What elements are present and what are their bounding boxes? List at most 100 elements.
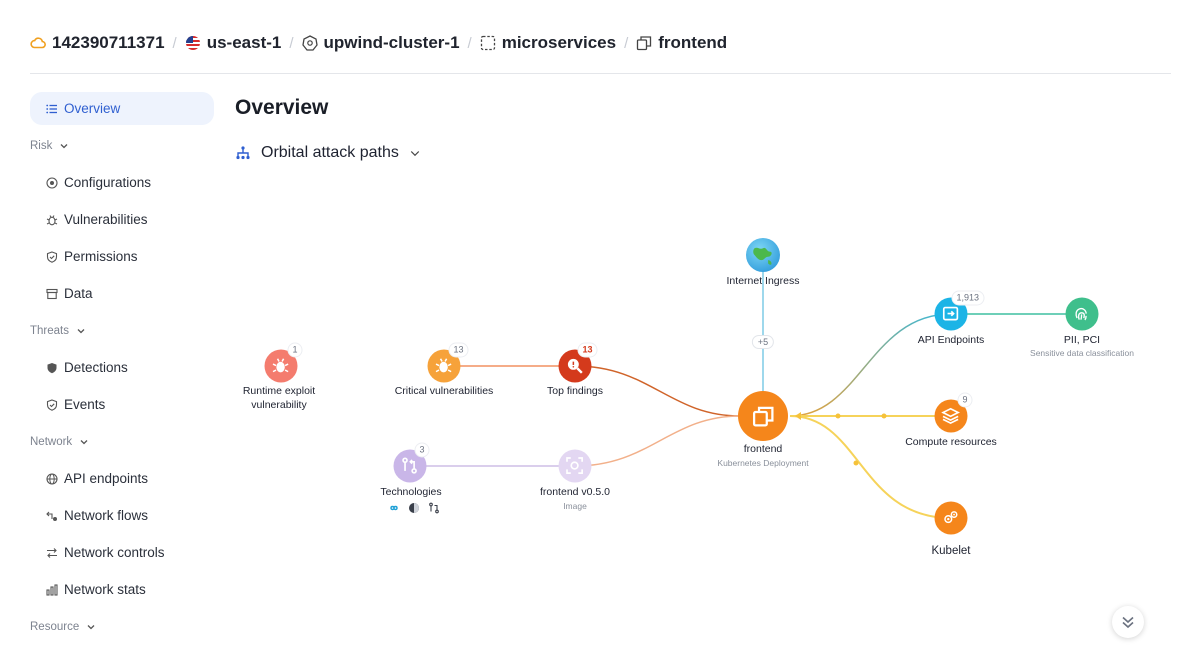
sidebar-section-threats[interactable]: Threats [30,314,214,347]
shield-check-icon [46,250,58,263]
sidebar-item-label: Network flows [64,508,149,523]
arrows-swap-icon [47,547,57,558]
half-circle-icon[interactable] [408,502,420,514]
bug-icon [436,358,452,373]
node-api-endpoints[interactable]: 1,913 [934,291,984,331]
breadcrumb-account[interactable]: 142390711371 [30,33,165,53]
sidebar-item-events[interactable]: Events [30,388,214,421]
sidebar-item-label: Detections [64,360,128,375]
section-label: Threats [30,324,69,337]
sidebar-item-permissions[interactable]: Permissions [30,240,214,273]
node-label-runtime-exploit: Runtime exploit vulnerability [243,384,315,412]
fingerprint-icon [1075,308,1088,321]
sidebar-section-risk[interactable]: Risk [30,129,214,162]
breadcrumb-separator: / [172,34,177,52]
sidebar: Overview Risk Configurations Vulnerabili… [30,92,214,647]
bug-icon [46,214,58,225]
scan-icon [566,457,584,475]
section-label: Network [30,435,73,448]
archive-icon [46,288,58,299]
sidebar-item-data[interactable]: Data [30,277,214,310]
git-compare-icon[interactable] [428,502,440,514]
node-sub-pii-pci: Sensitive data classification [1030,348,1134,358]
sidebar-section-resource[interactable]: Resource [30,610,214,643]
globe-icon [753,247,772,265]
sidebar-item-detections[interactable]: Detections [30,351,214,384]
breadcrumb-region[interactable]: us-east-1 [185,33,281,53]
list-icon [46,104,57,113]
chevron-down-icon [77,328,85,333]
node-label-internet-ingress: Internet Ingress [726,275,800,287]
us-flag-icon [185,35,201,51]
globe-icon [46,472,58,485]
node-compute-resources[interactable]: 9 [934,393,972,433]
node-label-top-findings: Top findings [546,385,604,397]
edge-frontend-api [789,313,952,417]
hierarchy-icon [236,146,250,160]
node-frontend[interactable] [738,391,788,441]
breadcrumb-separator: / [624,34,629,52]
chevrons-down-icon [1122,616,1134,629]
cloud-icon [30,35,46,51]
section-label: Risk [30,139,53,152]
api-icon [943,307,959,321]
sidebar-section-network[interactable]: Network [30,425,214,458]
layers-icon [941,408,961,425]
node-top-findings[interactable]: 13 [558,343,597,383]
breadcrumb-workload-label: frontend [658,33,728,52]
count-badge: 9 [958,393,972,407]
sidebar-item-network-stats[interactable]: Network stats [30,573,214,606]
sidebar-item-api-endpoints[interactable]: API endpoints [30,462,214,495]
count-badge: 3 [415,443,429,457]
node-kubelet[interactable] [934,501,968,535]
chevron-down-icon [87,624,95,629]
sidebar-item-label: Data [64,286,93,301]
node-pii-pci[interactable] [1065,297,1099,331]
attack-paths-title: Orbital attack paths [261,144,399,161]
breadcrumb-separator: / [289,34,294,52]
node-runtime-exploit[interactable]: 1 [264,343,302,383]
sidebar-item-vulnerabilities[interactable]: Vulnerabilities [30,203,214,236]
target-icon [46,176,58,189]
section-label: Resource [30,620,80,633]
deployment-icon [636,35,652,51]
breadcrumb-namespace-label: microservices [501,33,617,52]
sidebar-item-label: Permissions [64,249,138,264]
node-internet-ingress[interactable] [746,238,780,272]
count-badge: 1,913 [952,291,984,305]
sidebar-item-network-controls[interactable]: Network controls [30,536,214,569]
count-badge: 13 [449,343,468,357]
sidebar-item-overview[interactable]: Overview [30,92,214,125]
bug-icon [273,358,289,373]
sidebar-item-label: Configurations [64,175,152,190]
scroll-down-button[interactable] [1112,606,1144,638]
sidebar-item-configurations[interactable]: Configurations [30,166,214,199]
chevron-down-icon [60,143,68,148]
node-image[interactable] [558,449,592,483]
more-ingress-pill[interactable]: +5 [751,335,775,349]
sidebar-item-label: Network stats [64,582,146,597]
edge-image-frontend [574,415,741,467]
edge-dot [881,413,887,419]
breadcrumb-account-label: 142390711371 [52,33,165,52]
sidebar-item-label: Vulnerabilities [64,212,148,227]
infinity-icon[interactable] [388,502,400,514]
gears-icon [944,511,958,524]
breadcrumb-namespace[interactable]: microservices [480,33,616,53]
node-sub-frontend: Kubernetes Deployment [717,458,809,468]
node-label-line: Runtime exploit [242,385,316,397]
breadcrumb-separator: / [467,34,472,52]
node-label-line: vulnerability [251,399,307,411]
sidebar-item-network-flows[interactable]: Network flows [30,499,214,532]
node-critical-vulnerabilities[interactable]: 13 [427,343,468,383]
node-sub-image: Image [563,501,587,511]
count-badge: 1 [288,343,302,357]
chevron-down-icon [80,439,88,444]
node-technologies[interactable]: 3 [393,443,429,483]
breadcrumb-workload[interactable]: frontend [636,33,727,53]
attack-paths-selector[interactable]: Orbital attack paths [235,141,421,165]
node-label-pii-pci: PII, PCI [1063,334,1101,346]
breadcrumb-cluster[interactable]: upwind-cluster-1 [301,33,460,53]
node-label-kubelet: Kubelet [931,545,971,557]
edge-dot [835,413,841,419]
